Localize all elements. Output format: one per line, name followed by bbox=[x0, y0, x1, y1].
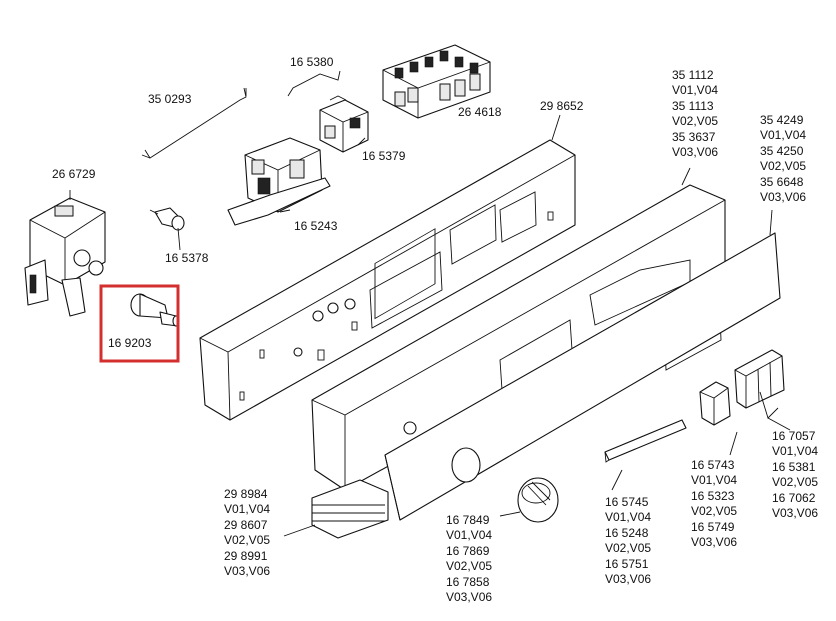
label-line: V02,V05 bbox=[772, 475, 818, 489]
keys-167057 bbox=[734, 349, 785, 409]
label-line: V03,V06 bbox=[224, 564, 270, 578]
strip-165745 bbox=[604, 419, 687, 463]
label-line: V02,V05 bbox=[760, 159, 806, 173]
label-line: 16 5745 bbox=[605, 495, 649, 509]
label-line: 16 5743 bbox=[691, 458, 735, 472]
part-labels: 35 0293 16 5380 26 4618 29 8652 16 5379 … bbox=[52, 55, 818, 604]
label-350293: 35 0293 bbox=[148, 92, 192, 106]
label-group-354249: 35 4249 V01,V04 35 4250 V02,V05 35 6648 … bbox=[760, 113, 806, 204]
label-line: V01,V04 bbox=[446, 528, 492, 542]
label-line: V01,V04 bbox=[691, 473, 737, 487]
label-266729: 26 6729 bbox=[52, 167, 96, 181]
shaft-169203 bbox=[130, 293, 180, 327]
label-165378: 16 5378 bbox=[165, 251, 209, 265]
panel-frame-298652 bbox=[199, 139, 576, 421]
label-line: V03,V06 bbox=[772, 506, 818, 520]
relay-block-264618 bbox=[382, 44, 491, 119]
label-165379: 16 5379 bbox=[362, 149, 406, 163]
label-165243: 16 5243 bbox=[294, 219, 338, 233]
label-line: 16 7062 bbox=[772, 491, 816, 505]
label-line: 35 4250 bbox=[760, 144, 804, 158]
label-line: 16 5248 bbox=[605, 526, 649, 540]
label-group-165745: 16 5745 V01,V04 16 5248 V02,V05 16 5751 … bbox=[605, 495, 651, 586]
label-line: 35 1113 bbox=[672, 99, 714, 113]
label-298652: 29 8652 bbox=[540, 99, 584, 113]
highlight-box bbox=[99, 284, 180, 363]
label-line: 35 4249 bbox=[760, 113, 804, 127]
leader-lines bbox=[69, 88, 791, 537]
wire-spring-350293 bbox=[141, 87, 247, 159]
front-cover-354249 bbox=[384, 232, 781, 521]
label-line: 16 7057 bbox=[772, 429, 816, 443]
label-line: V01,V04 bbox=[672, 83, 718, 97]
label-line: V01,V04 bbox=[760, 128, 806, 142]
label-line: 35 6648 bbox=[760, 175, 804, 189]
bulb-165378 bbox=[149, 207, 185, 231]
label-line: V03,V06 bbox=[672, 145, 718, 159]
label-line: 29 8984 bbox=[224, 487, 268, 501]
label-line: 16 7858 bbox=[446, 575, 490, 589]
label-264618: 26 4618 bbox=[458, 105, 502, 119]
label-group-298984: 29 8984 V01,V04 29 8607 V02,V05 29 8991 … bbox=[224, 487, 270, 578]
label-line: 35 3637 bbox=[672, 130, 716, 144]
label-line: V03,V06 bbox=[760, 190, 806, 204]
knob-167849 bbox=[517, 477, 559, 523]
base-plate-298984 bbox=[311, 479, 389, 539]
label-line: V01,V04 bbox=[605, 510, 651, 524]
label-line: V02,V05 bbox=[446, 559, 492, 573]
label-line: V01,V04 bbox=[772, 444, 818, 458]
label-line: 16 5751 bbox=[605, 557, 649, 571]
label-group-165743: 16 5743 V01,V04 16 5323 V02,V05 16 5749 … bbox=[691, 458, 737, 549]
label-line: V02,V05 bbox=[224, 533, 270, 547]
label-169203: 16 9203 bbox=[108, 336, 152, 350]
label-group-351112: 35 1112 V01,V04 35 1113 V02,V05 35 3637 … bbox=[672, 68, 718, 159]
housing-165243 bbox=[227, 137, 331, 226]
label-line: 16 7869 bbox=[446, 544, 490, 558]
label-group-167849: 16 7849 V01,V04 16 7869 V02,V05 16 7858 … bbox=[446, 513, 492, 604]
label-line: 16 5749 bbox=[691, 520, 735, 534]
label-line: V03,V06 bbox=[446, 590, 492, 604]
label-line: 16 5381 bbox=[772, 460, 816, 474]
keys-165743 bbox=[699, 381, 731, 426]
label-group-167057: 16 7057 V01,V04 16 5381 V02,V05 16 7062 … bbox=[772, 429, 818, 520]
label-line: 35 1112 bbox=[672, 68, 714, 82]
label-line: V02,V05 bbox=[605, 541, 651, 555]
motor-266729 bbox=[24, 197, 106, 317]
label-line: V03,V06 bbox=[605, 572, 651, 586]
label-line: V02,V05 bbox=[672, 114, 718, 128]
label-line: 29 8607 bbox=[224, 518, 268, 532]
label-line: V02,V05 bbox=[691, 504, 737, 518]
switch-165379 bbox=[319, 95, 369, 153]
label-line: V03,V06 bbox=[691, 535, 737, 549]
label-line: 16 5323 bbox=[691, 489, 735, 503]
label-line: 29 8991 bbox=[224, 549, 268, 563]
wire-spring-165380 bbox=[287, 70, 341, 97]
label-165380: 16 5380 bbox=[290, 55, 334, 69]
label-line: 16 7849 bbox=[446, 513, 490, 527]
label-line: V01,V04 bbox=[224, 502, 270, 516]
